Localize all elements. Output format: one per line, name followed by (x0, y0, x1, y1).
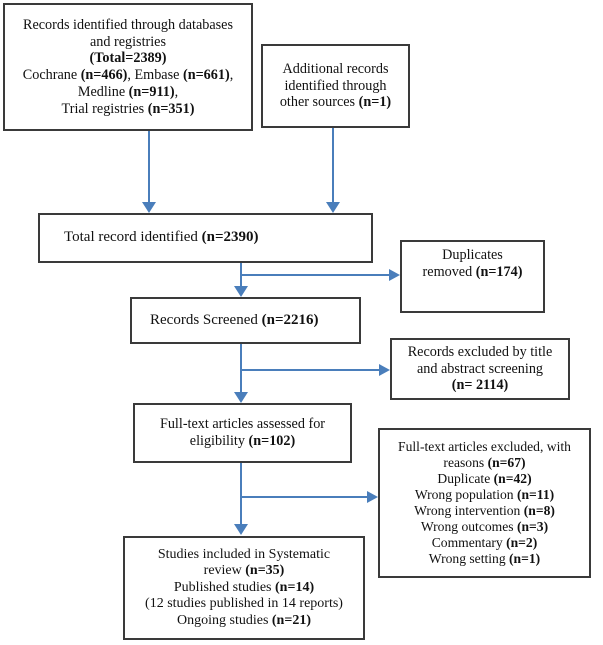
excluded-reason-wrong-setting: Wrong setting (n=1) (428, 551, 541, 567)
arrowhead-screened-to-fulltext (234, 392, 248, 403)
arrowhead-identification-to-total (142, 202, 156, 213)
identification-line-1: Records identified through databases (23, 16, 233, 33)
excluded-reason-commentary: Commentary (n=2) (431, 535, 538, 551)
excluded-reasons-line-2: reasons (n=67) (443, 454, 526, 470)
fulltext-articles-assessed-box: Full-text articles assessed for eligibil… (133, 403, 352, 463)
included-published-studies: Published studies (n=14) (173, 579, 315, 595)
excluded-ta-line-2: and abstract screening (416, 360, 544, 377)
arrowhead-fulltext-to-included (234, 524, 248, 535)
included-line-1: Studies included in Systematic (157, 546, 331, 562)
identification-line-5: Medline (n=911), (77, 83, 179, 100)
additional-line-1: Additional records (282, 60, 389, 77)
identification-total: (Total=2389) (89, 50, 167, 67)
identification-line-6: Trial registries (n=351) (61, 100, 195, 117)
excluded-reason-wrong-population: Wrong population (n=11) (414, 486, 555, 502)
connector-fulltext-to-included (240, 463, 242, 525)
arrowhead-fulltext-to-excluded-reasons (367, 491, 378, 503)
identification-line-4: Cochrane (n=466), Embase (n=661), (22, 67, 234, 83)
records-screened-box: Records Screened (n=2216) (130, 297, 361, 344)
records-identified-databases-box: Records identified through databases and… (3, 3, 253, 131)
fulltext-excluded-reasons-box: Full-text articles excluded, with reason… (378, 428, 591, 578)
fulltext-line-1: Full-text articles assessed for (159, 416, 326, 433)
connector-identification-to-total (148, 131, 150, 203)
included-line-2: review (n=35) (203, 563, 285, 579)
total-record-text: Total record identified (n=2390) (64, 229, 259, 246)
excluded-reason-duplicate: Duplicate (n=42) (437, 470, 532, 486)
screened-text: Records Screened (n=2216) (150, 311, 319, 328)
arrowhead-screened-to-excluded-ta (379, 364, 390, 376)
connector-additional-to-total (332, 128, 334, 203)
included-published-note: (12 studies published in 14 reports) (145, 596, 343, 612)
connector-total-to-duplicates (241, 274, 391, 276)
arrowhead-total-to-duplicates (389, 269, 400, 281)
connector-fulltext-to-excluded-reasons (241, 496, 369, 498)
excluded-reason-wrong-intervention: Wrong intervention (n=8) (414, 503, 555, 518)
arrowhead-total-to-screened (234, 286, 248, 297)
included-ongoing-studies: Ongoing studies (n=21) (177, 612, 311, 628)
connector-screened-to-excluded-ta (241, 369, 381, 371)
fulltext-line-2: eligibility (n=102) (189, 433, 296, 449)
duplicates-line-1: Duplicates (442, 247, 503, 263)
additional-line-3: other sources (n=1) (279, 94, 392, 111)
excluded-ta-count: (n= 2114) (451, 377, 509, 394)
duplicates-removed-box: Duplicates removed (n=174) (400, 240, 545, 313)
additional-records-box: Additional records identified through ot… (261, 44, 410, 128)
records-excluded-title-abstract-box: Records excluded by title and abstract s… (390, 338, 570, 400)
total-record-identified-box: Total record identified (n=2390) (38, 213, 373, 263)
excluded-reason-wrong-outcomes: Wrong outcomes (n=3) (420, 519, 549, 535)
additional-line-2: identified through (284, 77, 387, 94)
duplicates-line-2: removed (n=174) (422, 263, 523, 280)
connector-screened-to-fulltext (240, 344, 242, 393)
excluded-reasons-line-1: Full-text articles excluded, with (398, 438, 571, 454)
excluded-ta-line-1: Records excluded by title (407, 343, 553, 360)
studies-included-box: Studies included in Systematic review (n… (123, 536, 365, 640)
arrowhead-additional-to-total (326, 202, 340, 213)
identification-line-2: and registries (89, 33, 167, 50)
